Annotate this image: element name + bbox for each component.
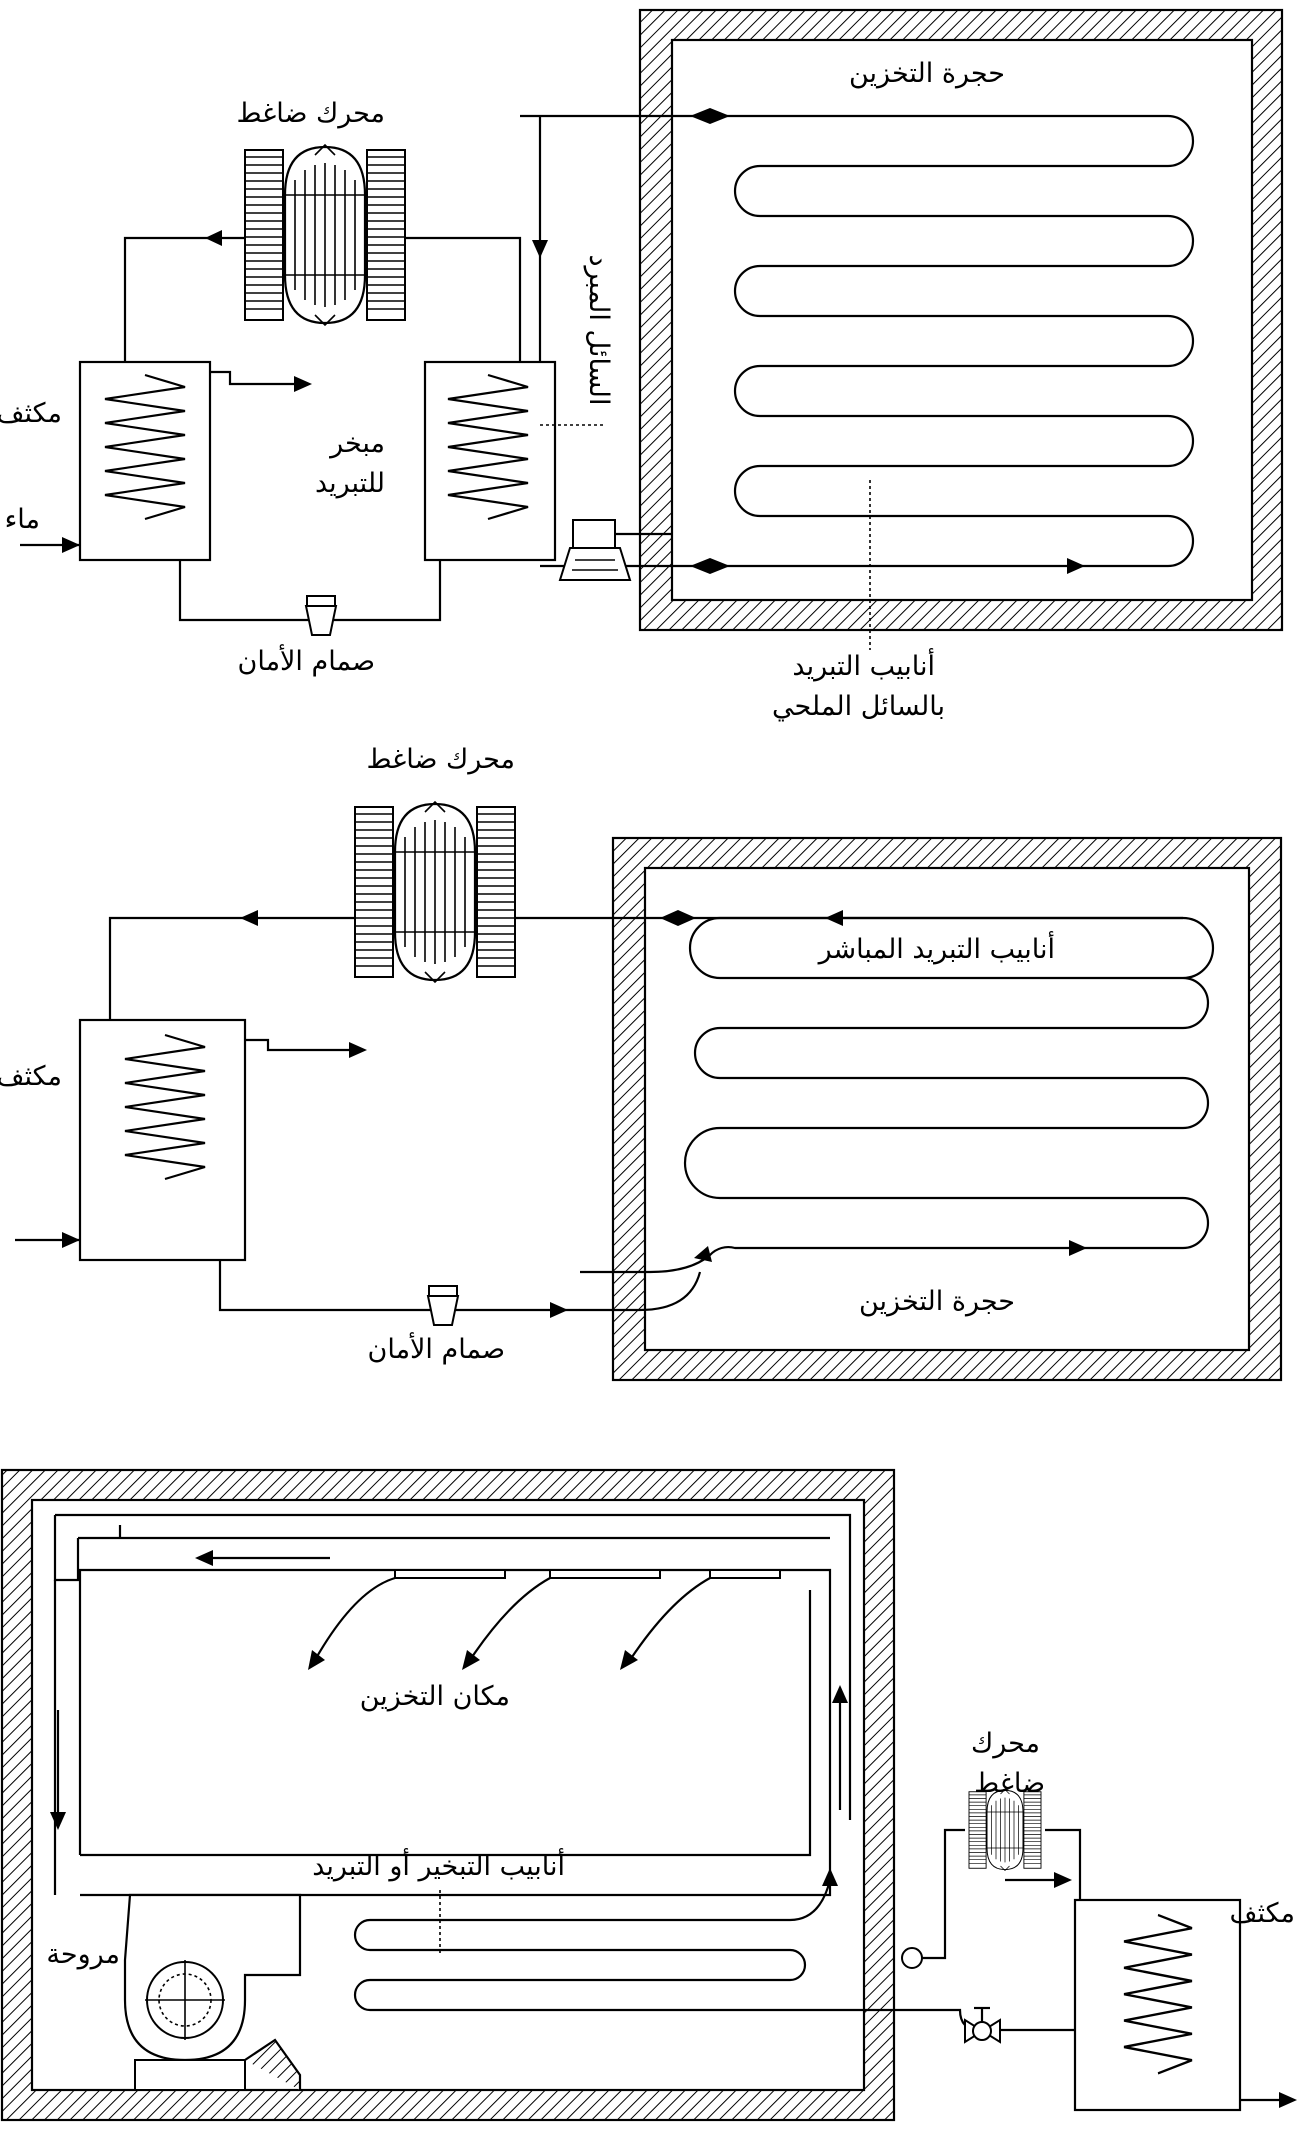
brine-pipes <box>520 114 1195 568</box>
compressor-icon-bottom <box>968 1789 1042 1871</box>
label-brine-pipes-line2: بالسائل الملحي <box>772 691 945 722</box>
chiller-evaporator <box>423 360 557 562</box>
condenser-middle <box>78 1018 247 1262</box>
direct-pipes <box>580 916 1215 1274</box>
label-condenser-middle: مكثف <box>0 1061 62 1092</box>
compressor-icon-middle <box>353 800 517 984</box>
label-compressor-top: محرك ضاغط <box>236 98 385 129</box>
compressor-icon <box>243 143 407 327</box>
label-condenser-top: مكثف <box>0 398 62 429</box>
label-direct-pipes: أنابيب التبريد المباشر <box>817 930 1055 965</box>
diagram-top: حجرة التخزين محرك ضاغط مكثف ماء مبخر للت… <box>0 8 1284 722</box>
safety-valve-icon-middle <box>426 1285 460 1326</box>
label-compressor-middle: محرك ضاغط <box>366 744 515 775</box>
label-water: ماء <box>5 504 40 535</box>
diagram-bottom: مكان التخزين أنابيب التبخير أو التبريد م… <box>0 1468 1297 2122</box>
evaporator-pipes <box>353 1879 832 2012</box>
label-storage-room-middle: حجرة التخزين <box>859 1286 1015 1317</box>
label-cooled-liquid: السائل المبرد <box>583 255 614 406</box>
condenser-top <box>78 360 212 562</box>
label-compressor-bottom-line2: ضاغط <box>974 1768 1045 1799</box>
label-safety-valve-middle: صمام الأمان <box>368 1331 505 1365</box>
condenser-bottom <box>1073 1898 1242 2112</box>
label-condenser-bottom: مكثف <box>1230 1898 1295 1929</box>
label-chiller-line2: للتبريد <box>315 468 385 499</box>
label-compressor-bottom-line1: محرك <box>971 1728 1040 1759</box>
label-brine-pipes-line1: أنابيب التبريد <box>792 647 935 682</box>
label-safety-valve-top: صمام الأمان <box>238 643 375 677</box>
pump-icon <box>558 519 632 581</box>
diffusers <box>308 1569 781 1670</box>
diagram-middle: محرك ضاغط أنابيب التبريد المباشر مكثف صم… <box>0 744 1283 1382</box>
safety-valve-icon <box>304 595 338 636</box>
expansion-valve-icon <box>964 2006 1001 2044</box>
label-storage-place: مكان التخزين <box>360 1681 510 1712</box>
label-storage-room-top: حجرة التخزين <box>849 58 1005 89</box>
label-evap-pipes: أنابيب التبخير أو التبريد <box>312 1847 565 1882</box>
label-chiller-line1: مبخر <box>328 428 385 459</box>
label-fan: مروحة <box>46 1939 120 1970</box>
